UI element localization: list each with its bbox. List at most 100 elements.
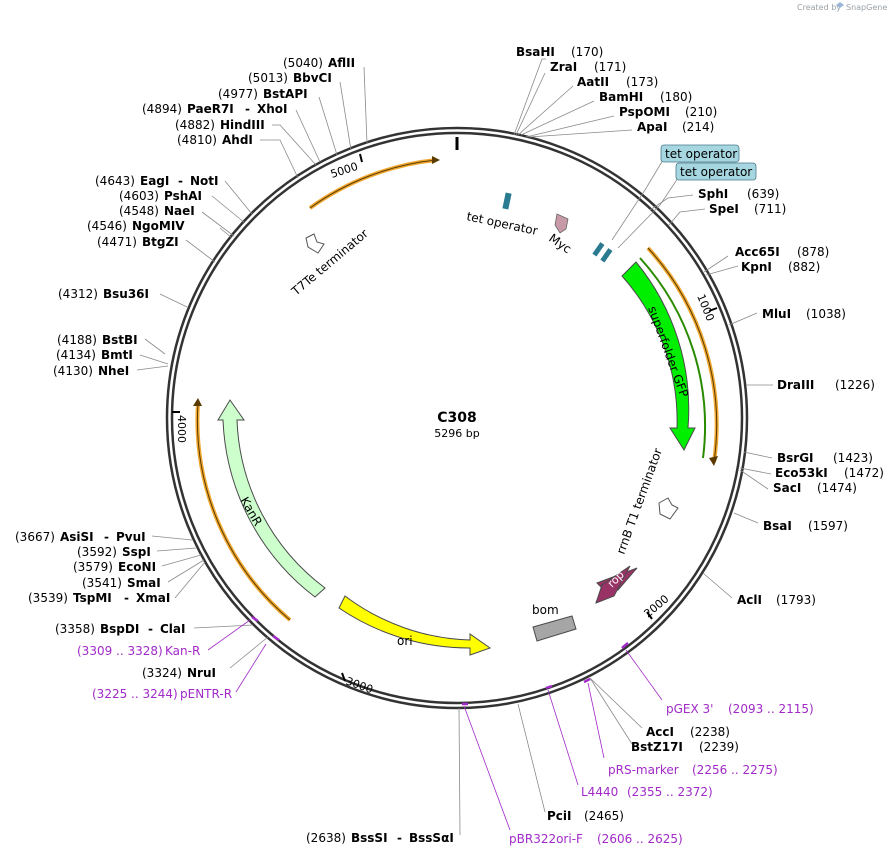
svg-text:(3309 .. 3328): (3309 .. 3328) — [77, 644, 163, 658]
site-bstapi[interactable]: (4977) BstAPI — [218, 87, 338, 156]
svg-text:NruI: NruI — [187, 666, 216, 680]
tick-1000: 1000 — [694, 292, 718, 323]
site-bsssi[interactable]: (2638) BssSI - BssSαI — [306, 707, 461, 845]
svg-text:(2465): (2465) — [584, 809, 624, 823]
site-draiii[interactable]: DraIII (1226) — [746, 378, 875, 392]
svg-text:(2238): (2238) — [690, 725, 730, 739]
site-apai[interactable]: ApaI (214) — [528, 120, 714, 138]
primer-l4440[interactable]: L4440 (2355 .. 2372) — [545, 684, 713, 799]
site-bsu36i[interactable]: (4312) Bsu36I — [58, 287, 188, 308]
site-zrai[interactable]: ZraI (171) — [515, 60, 626, 136]
svg-text:4000: 4000 — [175, 415, 188, 443]
primer-prs-marker[interactable]: pRS-marker (2256 .. 2275) — [583, 677, 778, 777]
site-smai[interactable]: (3541) SmaI — [82, 559, 205, 590]
svg-text:(2355 .. 2372): (2355 .. 2372) — [627, 785, 713, 799]
site-pshai[interactable]: (4603) PshAI — [119, 189, 246, 224]
site-saci[interactable]: SacI (1474) — [739, 469, 857, 495]
tet-operator-1-feature[interactable] — [592, 242, 605, 257]
svg-text:Bsu36I: Bsu36I — [103, 287, 149, 301]
myc-feature[interactable] — [554, 213, 569, 234]
svg-text:(3324): (3324) — [142, 666, 182, 680]
site-eco53ki[interactable]: Eco53kI (1472) — [739, 466, 884, 480]
site-btgzi[interactable]: (4471) BtgZI — [97, 235, 216, 263]
t7te-terminator-feature[interactable] — [305, 233, 325, 254]
svg-text:EcoNI: EcoNI — [118, 560, 156, 574]
rrnb-t1-terminator-feature[interactable] — [658, 497, 679, 520]
site-spei[interactable]: SpeI (711) — [668, 202, 786, 226]
svg-text:(4130): (4130) — [53, 364, 93, 378]
primer-pgex3[interactable]: pGEX 3' (2093 .. 2115) — [621, 642, 814, 716]
snapgene-logo: SnapGene — [836, 2, 887, 12]
ori-feature[interactable] — [338, 595, 492, 656]
tet-operator-inner-label: tet operator — [465, 209, 539, 238]
primer-pentr-r[interactable]: (3225 .. 3244) pENTR-R — [92, 634, 280, 701]
tet-operator-inner-feature[interactable] — [502, 192, 512, 210]
orf-arc-top-line — [309, 159, 437, 209]
site-nhei[interactable]: (4130) NheI — [53, 364, 169, 378]
svg-text:(3541): (3541) — [82, 576, 122, 590]
svg-text:(4471): (4471) — [97, 235, 137, 249]
backbone-outer — [165, 126, 749, 710]
svg-text:(2239): (2239) — [699, 740, 739, 754]
site-paer7i[interactable]: (4894) PaeR7I - XhoI — [142, 102, 321, 163]
site-tspmi[interactable]: (3539) TspMI - XmaI — [28, 561, 206, 605]
superfolder-gfp-feature[interactable] — [621, 261, 696, 452]
site-bstbi[interactable]: (4188) BstBI — [57, 333, 166, 355]
site-econi[interactable]: (3579) EcoNI — [73, 554, 202, 574]
site-bspdi[interactable]: (3358) BspDI - ClaI — [55, 622, 254, 636]
tick-2000: 2000 — [642, 592, 672, 620]
site-nrui[interactable]: (3324) NruI — [142, 636, 269, 680]
svg-text:tet operator: tet operator — [665, 147, 737, 161]
site-sspi[interactable]: (3592) SspI — [77, 545, 197, 559]
backbone-inner — [170, 131, 744, 705]
site-ahdi[interactable]: (4810) AhdI — [177, 133, 299, 179]
site-bsai[interactable]: BsaI (1597) — [733, 512, 848, 533]
svg-text:SacI: SacI — [773, 481, 801, 495]
svg-text:-: - — [245, 102, 250, 116]
site-aflii[interactable]: (5040) AflII — [283, 56, 368, 144]
tet-operator-2-feature[interactable] — [600, 248, 613, 263]
primer-pbr322ori-f[interactable]: pBR322ori-F (2606 .. 2625) — [462, 702, 683, 846]
site-pcii[interactable]: PciI (2465) — [517, 703, 624, 823]
site-bstz17i[interactable]: BstZ17I (2239) — [589, 677, 739, 754]
svg-text:(4882): (4882) — [175, 118, 215, 132]
svg-text:NgoMIV: NgoMIV — [132, 219, 185, 233]
site-aatii[interactable]: AatII (173) — [517, 75, 658, 136]
site-kpni[interactable]: KpnI (882) — [705, 260, 820, 276]
svg-text:NheI: NheI — [98, 364, 129, 378]
site-naei[interactable]: (4548) NaeI — [119, 204, 235, 237]
site-bmti[interactable]: (4134) BmtI — [56, 348, 169, 365]
site-bbvci[interactable]: (5013) BbvCI — [248, 71, 352, 151]
svg-text:BssSαI: BssSαI — [409, 831, 454, 845]
site-hindiii[interactable]: (4882) HindIII — [175, 118, 317, 166]
site-bsahi[interactable]: BsaHI (170) — [513, 45, 603, 136]
site-bamhi[interactable]: BamHI (180) — [520, 90, 692, 136]
svg-text:AhdI: AhdI — [222, 133, 253, 147]
svg-text:BmtI: BmtI — [101, 348, 133, 362]
tick-3000: 3000 — [341, 672, 375, 696]
primer-kan-r[interactable]: (3309 .. 3328) Kan-R — [77, 615, 259, 658]
svg-text:(3225 .. 3244): (3225 .. 3244) — [92, 687, 178, 701]
site-asisi[interactable]: (3667) AsiSI - PvuI — [15, 530, 193, 544]
site-mlui[interactable]: MluI (1038) — [728, 307, 846, 326]
svg-text:AccI: AccI — [646, 725, 674, 739]
site-bsrgi[interactable]: BsrGI (1423) — [743, 451, 873, 465]
kanr-feature[interactable] — [217, 399, 326, 598]
svg-text:(1423): (1423) — [833, 451, 873, 465]
svg-text:ZraI: ZraI — [550, 60, 577, 74]
svg-text:AclI: AclI — [737, 593, 762, 607]
svg-text:BsrGI: BsrGI — [777, 451, 814, 465]
site-acci[interactable]: AccI (2238) — [589, 677, 730, 739]
plasmid-name: C308 — [437, 410, 477, 426]
svg-text:(878): (878) — [797, 245, 829, 259]
site-acc65i[interactable]: Acc65I (878) — [703, 245, 829, 273]
bom-feature[interactable] — [532, 615, 577, 642]
site-eagi[interactable]: (4643) EagI - NotI — [95, 174, 253, 215]
site-sphi[interactable]: SphI (639) — [649, 187, 779, 211]
site-ngomiv[interactable]: (4546) NgoMIV — [87, 219, 233, 239]
site-acii[interactable]: AclI (1793) — [702, 572, 816, 607]
svg-text:BsaHI: BsaHI — [516, 45, 555, 59]
site-pspomi[interactable]: PspOMI (210) — [525, 105, 717, 138]
svg-text:-: - — [148, 622, 153, 636]
